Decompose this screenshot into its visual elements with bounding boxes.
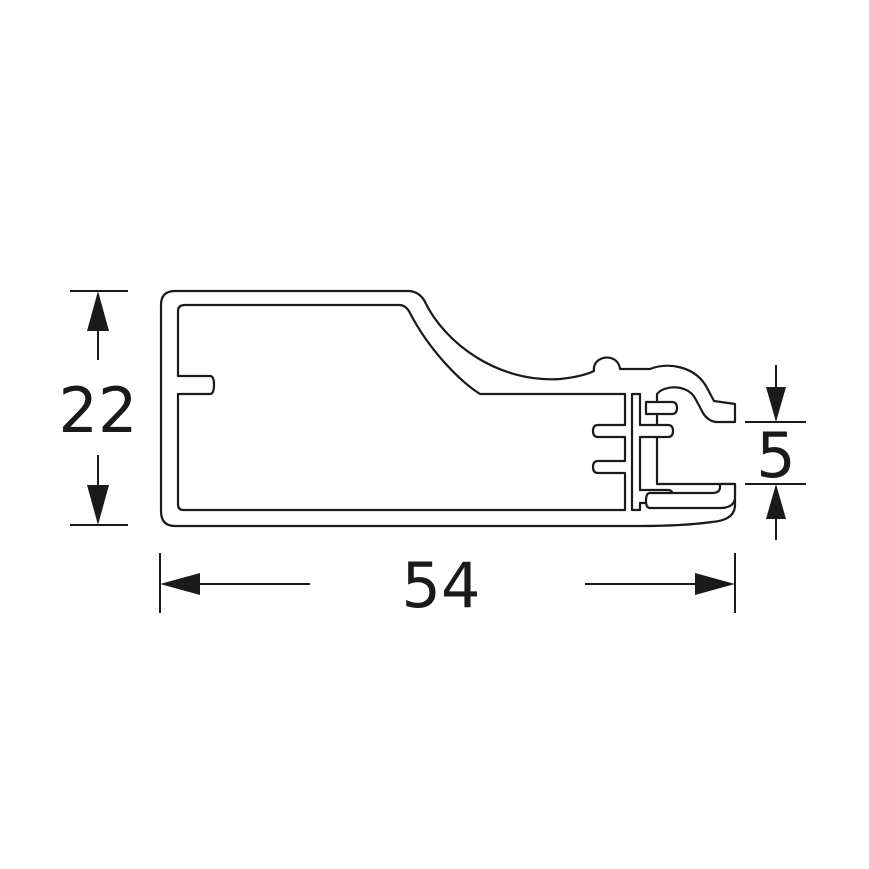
width-arrow-right [695,573,735,595]
profile-inner-chamber [176,303,627,512]
profile-upper-slot [644,400,679,416]
gap-label: 5 [756,419,795,492]
gap-arrow-up [766,484,786,519]
profile-lower-hook [644,482,737,510]
width-arrow-left [160,573,200,595]
frame-profile [159,289,737,528]
gap-dimension: 5 [745,365,806,540]
height-dimension: 22 [59,290,138,526]
height-arrow-up [87,291,109,331]
width-label: 54 [402,549,481,622]
gap-arrow-down [766,387,786,422]
height-arrow-down [87,485,109,525]
height-label: 22 [59,374,138,447]
width-dimension: 54 [159,549,736,622]
